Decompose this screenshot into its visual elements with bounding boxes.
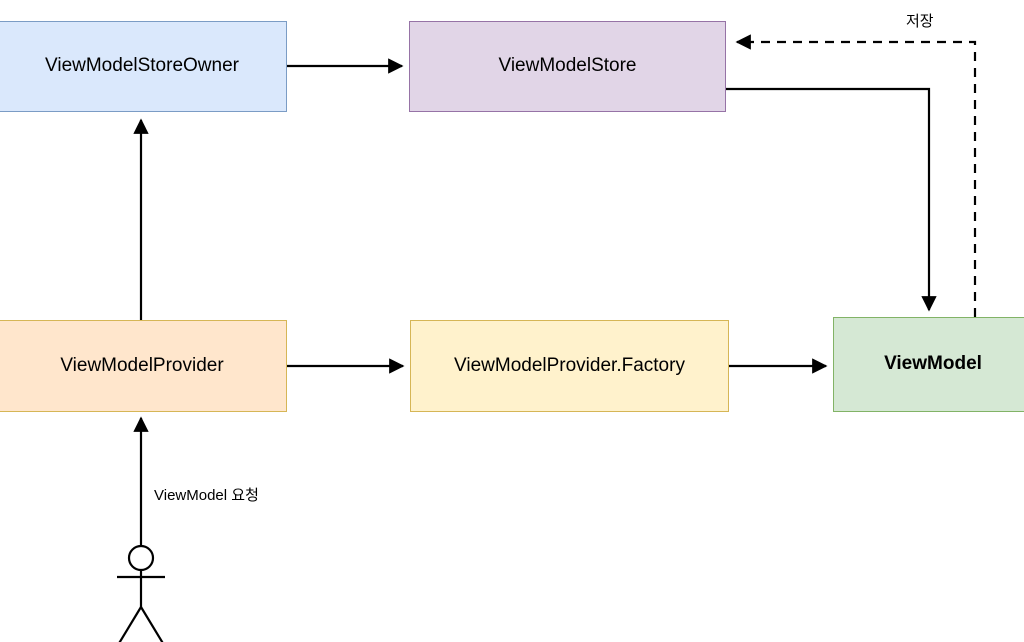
node-label: ViewModel [884,353,982,375]
node-viewmodelstore[interactable]: ViewModelStore [409,21,726,112]
actor-leg-left [118,606,142,642]
actor-leg-right [140,606,164,642]
node-label: ViewModelStore [498,55,637,77]
actor-head-icon [127,544,155,572]
node-viewmodelprovider-factory[interactable]: ViewModelProvider.Factory [410,320,729,412]
edge-viewmodel-to-store-save [735,34,977,317]
node-viewmodelprovider[interactable]: ViewModelProvider [0,320,287,412]
edge-label-save: 저장 [906,13,934,30]
edge-store-to-viewmodel [726,87,937,312]
node-label: ViewModelProvider [60,354,224,376]
edge-label-request: ViewModel 요청 [154,487,259,504]
user-actor [117,544,165,642]
node-viewmodel[interactable]: ViewModel [833,317,1024,412]
node-label: ViewModelProvider.Factory [454,354,685,376]
node-label: ViewModelStoreOwner [45,55,239,77]
node-viewmodelstoreowner[interactable]: ViewModelStoreOwner [0,21,287,112]
